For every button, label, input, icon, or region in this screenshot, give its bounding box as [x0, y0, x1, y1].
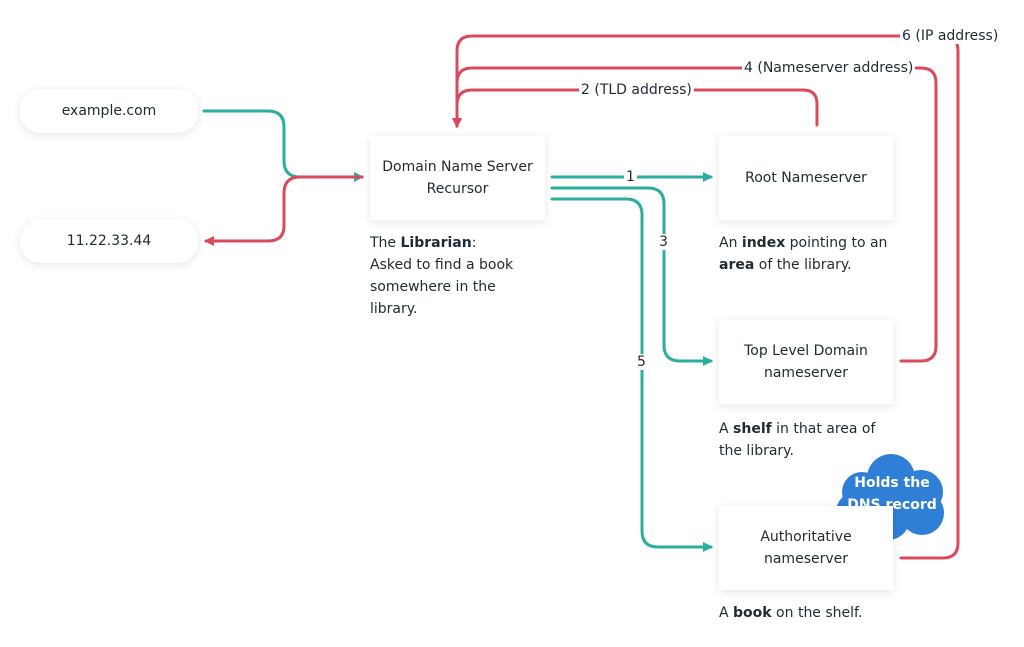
root-nameserver-node: Root Nameserver	[719, 136, 893, 220]
client-answer-label: 11.22.33.44	[66, 233, 152, 249]
resolver-desc-line3: somewhere in the	[370, 279, 496, 295]
answer-arrow	[204, 175, 364, 246]
step-1-label: 1	[624, 169, 637, 185]
auth-desc-b: book	[733, 605, 772, 621]
cloud-line1: Holds the	[854, 475, 930, 491]
root-desc-a: An	[719, 235, 742, 251]
tld-desc-d: the library.	[719, 443, 794, 459]
step-6-label: 6 (IP address)	[900, 28, 1001, 44]
resolver-desc-role: Librarian	[400, 235, 472, 251]
root-desc-b: index	[741, 235, 786, 251]
step-4-arrow	[452, 66, 938, 363]
step-5-label: 5	[635, 354, 648, 370]
resolver-description: The Librarian: Asked to find a book some…	[370, 232, 560, 320]
step-3-label: 3	[657, 234, 670, 250]
tld-nameserver-node: Top Level Domain nameserver	[719, 320, 893, 404]
cloud-icon	[836, 454, 944, 540]
auth-desc-c: on the shelf.	[771, 605, 863, 621]
tld-desc-a: A	[719, 421, 734, 437]
step-3-arrow	[550, 186, 713, 366]
resolver-title-line1: Domain Name Server	[382, 159, 533, 175]
step-5-arrow	[550, 197, 713, 552]
auth-description: A book on the shelf.	[719, 602, 909, 624]
resolver-title-line2: Recursor	[426, 181, 489, 197]
query-arrow	[202, 109, 364, 182]
resolver-desc-prefix: The	[370, 235, 401, 251]
cloud-line2: DNS record	[847, 497, 937, 513]
resolver-desc-line2: Asked to find a book	[370, 257, 514, 273]
step-2-label: 2 (TLD address)	[579, 82, 694, 98]
dns-record-cloud-label: Holds the DNS record	[838, 472, 946, 516]
auth-desc-a: A	[719, 605, 734, 621]
resolver-desc-line4: library.	[370, 301, 418, 317]
root-description: An index pointing to an area of the libr…	[719, 232, 909, 276]
root-desc-e: of the library.	[754, 257, 852, 273]
client-query-label: example.com	[61, 103, 157, 119]
client-query-node: example.com	[20, 89, 198, 133]
tld-desc-c: in that area of	[771, 421, 876, 437]
tld-description: A shelf in that area of the library.	[719, 418, 909, 462]
root-desc-c: pointing to an	[785, 235, 888, 251]
tld-title-line2: nameserver	[763, 365, 849, 381]
client-answer-node: 11.22.33.44	[20, 219, 198, 263]
resolver-node: Domain Name Server Recursor	[370, 136, 545, 220]
root-title: Root Nameserver	[745, 170, 867, 186]
root-desc-d: area	[719, 257, 755, 273]
auth-title-line1: Authoritative	[760, 529, 852, 545]
tld-title-line1: Top Level Domain	[744, 343, 868, 359]
resolver-desc-colon: :	[471, 235, 477, 251]
authoritative-nameserver-node: Authoritative nameserver	[719, 506, 893, 590]
step-4-label: 4 (Nameserver address)	[742, 60, 916, 76]
auth-title-line2: nameserver	[763, 551, 849, 567]
tld-desc-b: shelf	[733, 421, 772, 437]
